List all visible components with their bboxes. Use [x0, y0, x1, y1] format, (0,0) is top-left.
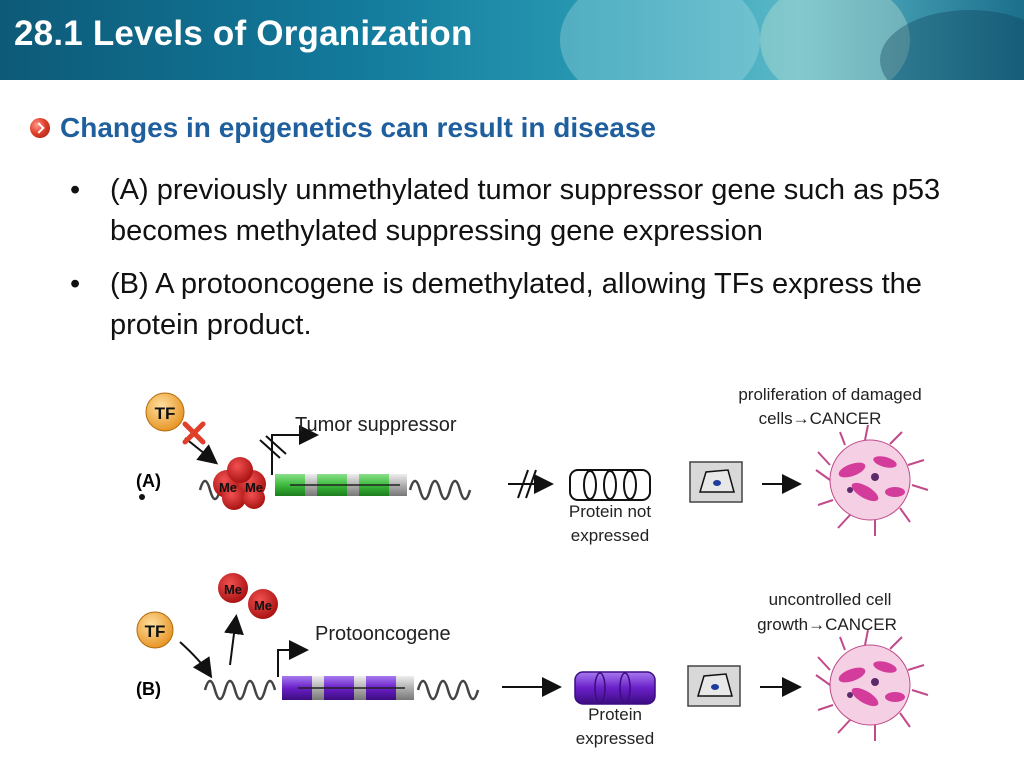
bullet-item: • (A) previously unmethylated tumor supp…: [70, 170, 990, 252]
epigenetics-diagram: (A) TF Me Me: [136, 385, 929, 748]
protein-expressed-label-2: expressed: [576, 729, 654, 748]
dna-strand-right: [416, 679, 480, 701]
tf-icon: TF: [145, 392, 185, 432]
blocked-cross-icon: [182, 421, 206, 445]
bullet-text: (A) previously unmethylated tumor suppre…: [110, 174, 941, 247]
tumor-suppressor-gene: [275, 474, 407, 496]
protein-not-expressed-icon: [569, 469, 651, 501]
row-b: (B) TF Me Me Protooncogene: [136, 573, 929, 748]
tf-binding-arrow: [179, 641, 213, 679]
row-b-label: (B): [136, 679, 161, 699]
row-a-label: (A): [136, 471, 161, 491]
slide-title: 28.1 Levels of Organization: [14, 14, 473, 53]
promoter-arrow-icon: [271, 425, 319, 475]
protein-expressed-icon: [574, 671, 656, 705]
tf-icon: TF: [136, 611, 174, 649]
protein-expressed-label-1: Protein: [588, 705, 642, 724]
outcome-label-b-1: uncontrolled cell: [769, 590, 892, 609]
tf-blocked-arrow: [184, 437, 219, 465]
svg-text:Me: Me: [254, 598, 272, 613]
dna-strand-right: [408, 479, 472, 501]
bullet-dot: •: [70, 174, 81, 206]
row-a: (A) TF Me Me: [136, 385, 929, 545]
cancer-cells-icon: [815, 424, 929, 536]
svg-text:Me: Me: [245, 480, 263, 495]
bullet-dot: •: [70, 268, 81, 300]
bullet-text: (B) A protooncogene is demethylated, all…: [110, 268, 922, 341]
outcome-label-a-1: proliferation of damaged: [738, 385, 921, 404]
promoter-arrow-icon: [277, 640, 309, 677]
protooncogene-label: Protooncogene: [315, 623, 451, 645]
svg-text:TF: TF: [145, 622, 166, 641]
cancer-cells-icon: [815, 629, 929, 741]
dna-strand-left: [203, 679, 277, 701]
tumor-suppressor-label: Tumor suppressor: [295, 414, 457, 436]
methyl-groups: Me Me: [213, 457, 266, 510]
outcome-label-a-2: cells→CANCER: [759, 409, 882, 428]
protooncogene-gene: [282, 676, 414, 700]
title-banner: 28.1 Levels of Organization: [0, 0, 1024, 80]
arrow-bullet-icon: [30, 118, 50, 138]
svg-text:TF: TF: [155, 404, 176, 423]
svg-text:Me: Me: [224, 582, 242, 597]
promoter-block-mark: [259, 439, 281, 459]
subheading-row: Changes in epigenetics can result in dis…: [30, 112, 656, 144]
row-a-dot: [139, 494, 145, 500]
protein-not-expressed-label-2: expressed: [571, 526, 649, 545]
banner-decoration: [560, 0, 760, 80]
svg-text:Me: Me: [219, 480, 237, 495]
released-methyl-groups: Me Me: [218, 573, 278, 619]
outcome-label-b-2: growth→CANCER: [757, 615, 897, 634]
subheading: Changes in epigenetics can result in dis…: [60, 112, 656, 143]
normal-cell-icon: [689, 461, 743, 503]
protein-not-expressed-label-1: Protein not: [569, 502, 651, 521]
normal-cell-icon: [687, 665, 741, 707]
promoter-block-mark: [265, 435, 287, 455]
demethylation-arrow: [224, 614, 244, 666]
banner-decoration: [760, 0, 910, 80]
bullet-list: • (A) previously unmethylated tumor supp…: [70, 170, 990, 358]
bullet-item: • (B) A protooncogene is demethylated, a…: [70, 264, 990, 346]
blocked-arrow: [508, 469, 554, 499]
